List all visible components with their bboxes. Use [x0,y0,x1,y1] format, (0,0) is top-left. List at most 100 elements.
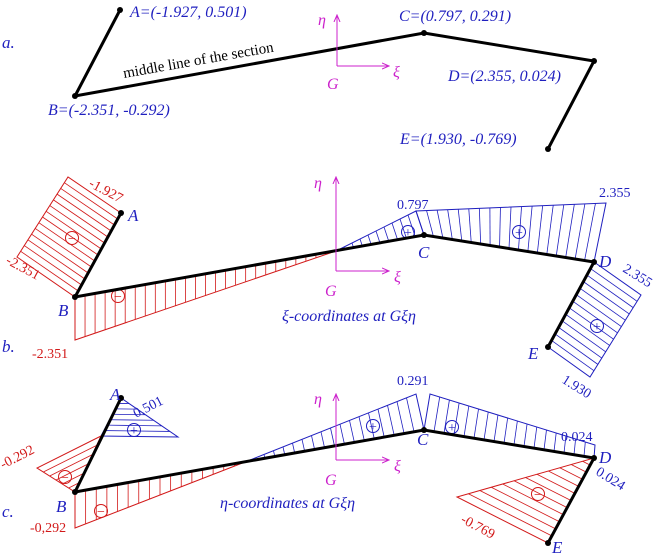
value-c-d-bottom: 0.024 [593,465,628,494]
hatch-line [558,327,603,359]
hatch-line [447,209,453,240]
sign-plus-b-gc: + [404,226,412,241]
hatch-line [548,470,579,487]
hatch-line [583,281,630,315]
caption-b: ξ-coordinates at Gξη [282,308,416,325]
sign-minus-c-de: − [534,488,542,503]
value-b-d-right: 2.355 [620,262,655,291]
sign-plus-c-ab: + [130,424,138,439]
hatch-line [49,205,105,244]
point-a-b [72,93,78,99]
point-c-c [421,427,427,433]
panel-a: a. middle line of the section A=(-1.927,… [2,4,597,152]
coord-label-c: C=(0.797, 0.291) [399,8,511,25]
hatch-line [375,230,381,244]
centroid-label-c: G [325,472,337,489]
hatch-line [468,208,472,243]
point-label-b-d: D [598,252,612,271]
point-c-a [118,395,124,401]
value-b-b-bottom: -2.351 [32,347,68,362]
hatch-line [42,216,99,256]
hatch-line [433,396,441,432]
hatch-line [573,438,576,455]
xi-diagram-gc: + [335,210,425,252]
hatch-line [565,204,575,258]
value-c-c-top: 0.291 [397,374,429,389]
hatch-line [536,473,576,494]
point-label-b-b: B [58,301,69,320]
sign-plus-c-gc: + [369,420,377,435]
hatch-line [53,199,109,238]
point-label-c-d: D [598,448,612,467]
sign-circle-b-ab [65,231,79,245]
value-c-d-left: 0.024 [561,430,593,445]
hatch-line [383,226,390,242]
hatch-line [579,287,626,321]
hatch-line [45,210,102,250]
coord-label-e: E=(1.930, -0.769) [399,131,517,148]
hatch-line [523,423,528,447]
hatch-line [473,408,479,439]
hatch-line [358,416,365,441]
panel-b-label: b. [2,337,15,356]
value-b-c-top: 0.797 [397,198,429,213]
sign-circle-c-gc [366,419,380,433]
point-b-a [118,210,124,216]
axes-b: η ξ G [314,175,401,300]
point-label-c-e: E [551,538,563,555]
hatch-line [508,206,512,249]
eta-axis-label-b: η [314,175,322,192]
hatch-line [561,320,606,353]
panel-c: c. + − − + [0,374,628,555]
hatch-line [543,429,547,450]
point-label-b-c: C [418,243,430,262]
hatch-line [443,399,450,434]
hatch-line [20,250,79,292]
hatch-line [586,274,634,308]
point-b-c [421,232,427,238]
point-a-a [117,7,123,13]
hatch-line [457,209,463,242]
hatch-line [106,424,162,427]
hatch-line [436,210,444,239]
eta-diagram-ba: − [35,434,103,493]
sign-minus-b-bg: − [114,290,122,305]
hatch-line [311,435,316,450]
hatch-line [583,441,586,457]
xi-axis-label-a: ξ [393,64,400,81]
point-label-c-a: A [109,385,121,404]
hatch-line [426,210,434,237]
hatch-line [590,268,638,302]
hatch-line [536,205,544,254]
point-a-c [421,30,427,36]
hatch-line [574,203,586,260]
hatch-line [406,397,415,432]
hatch-line [56,193,112,232]
hatch-line [453,402,460,436]
point-b-d [591,259,597,265]
point-label-b-e: E [527,344,539,363]
value-b-e-bottom: 1.930 [559,373,594,402]
sign-minus-c-ba: − [61,471,69,486]
section-caption: middle line of the section [122,40,275,82]
hatch-line [330,427,335,447]
sign-circle-c-bc [94,504,108,518]
point-label-c-c: C [417,430,429,449]
point-b-b [72,294,78,300]
hatch-line [513,480,568,508]
centroid-label-b: G [325,283,337,300]
point-b-e [545,344,551,350]
hatch-line [563,435,567,454]
hatch-line [491,486,560,523]
eta-axis-label-a: η [318,12,326,29]
hatch-line [479,490,556,530]
coord-label-b: B=(-2.351, -0.292) [48,102,170,119]
value-b-d-top: 2.355 [599,186,631,201]
hatch-line [463,405,470,437]
hatch-line [24,245,82,286]
caption-c: η-coordinates at Gξη [220,495,355,512]
coord-label-a: A=(-1.927, 0.501) [129,4,247,21]
sign-circle-b-cd [512,225,526,239]
hatch-line [576,294,622,327]
hatch-line [43,444,97,473]
